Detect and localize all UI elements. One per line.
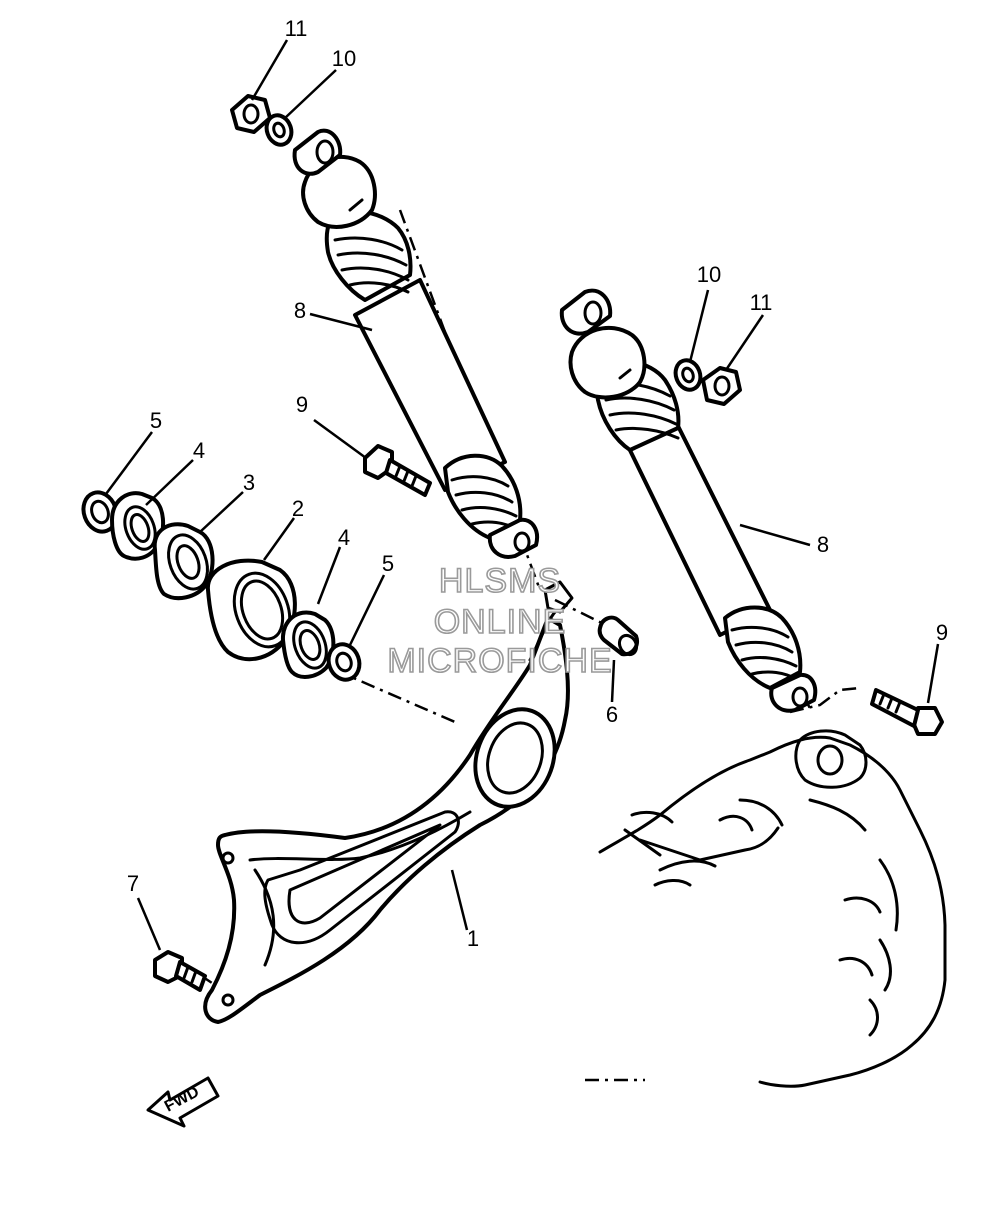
callout-8-left: 8 <box>294 298 306 323</box>
oil-seal-part-4-right <box>280 610 336 679</box>
engine-case-outline <box>598 729 947 1088</box>
watermark-line-1: HLSMS <box>439 562 561 600</box>
watermark-line-3: MICROFICHE <box>387 642 612 680</box>
callout-4-right: 4 <box>338 525 350 550</box>
washer-part-10-right <box>673 358 703 392</box>
watermark: HLSMS ONLINE MICROFICHE <box>387 561 613 681</box>
forward-direction-arrow: FWD <box>146 1076 220 1128</box>
callout-10-right: 10 <box>697 262 721 287</box>
callout-8-right: 8 <box>817 532 829 557</box>
callout-3: 3 <box>243 470 255 495</box>
washer-part-10-left <box>264 113 294 147</box>
callout-9-right: 9 <box>936 620 948 645</box>
rear-shock-right-part-8 <box>559 288 818 713</box>
bolt-part-7 <box>153 950 207 992</box>
bearing-part-3 <box>152 522 215 601</box>
rear-shock-left-part-8 <box>292 128 539 559</box>
callout-4-left: 4 <box>193 438 205 463</box>
callout-1: 1 <box>467 926 479 951</box>
callout-9-left: 9 <box>296 392 308 417</box>
callout-leaders <box>104 39 940 951</box>
callout-11-left: 11 <box>285 16 308 41</box>
callout-11-right: 11 <box>750 290 773 315</box>
callouts: 11 10 8 9 5 4 3 2 4 5 6 7 1 10 11 8 9 <box>127 16 948 951</box>
rear-arm-part-1 <box>203 580 574 1024</box>
bolt-part-9-left <box>363 444 432 497</box>
collar-part-6 <box>597 615 639 657</box>
seal-washer-part-5-right <box>326 642 362 682</box>
callout-6: 6 <box>606 702 618 727</box>
callout-5-left: 5 <box>150 408 162 433</box>
nut-part-11-right <box>701 366 742 406</box>
watermark-line-2: ONLINE <box>434 603 567 641</box>
bolt-part-9-right <box>870 688 944 736</box>
callout-5-right: 5 <box>382 551 394 576</box>
callout-10-left: 10 <box>332 46 356 71</box>
callout-2: 2 <box>292 496 304 521</box>
nut-part-11-left <box>230 94 272 134</box>
callout-7: 7 <box>127 871 139 896</box>
